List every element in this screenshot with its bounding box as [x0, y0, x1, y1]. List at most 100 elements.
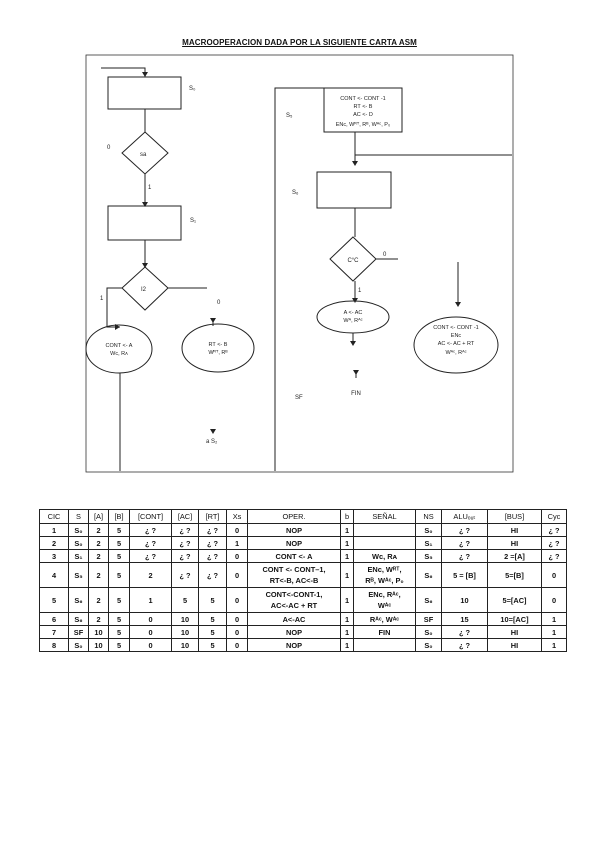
table-cell: 5 [198, 587, 227, 613]
state-box-s0 [107, 76, 182, 110]
label-s0: S₀ [189, 86, 196, 92]
table-cell: 8 [39, 638, 69, 652]
label-zero-a: 0 [107, 145, 111, 151]
oval4-line3: AC <- AC + RT [438, 341, 475, 347]
table-cell: 1 [340, 625, 354, 639]
oper-cell-line: NOP [285, 640, 302, 650]
branch-dec2-left [106, 287, 122, 328]
asm-chart: S₀ 0 sа 1 S₁ I2 1 0 CONT <- A Wᴄ, Rᴀ RT … [85, 54, 514, 473]
table-cell: ¿ ? [441, 549, 488, 563]
table-cell: ¿ ? [198, 523, 227, 537]
table-cell: 2 =[A] [487, 549, 542, 563]
table-cell: 1 [226, 536, 248, 550]
table-cell: HI [487, 625, 542, 639]
table-cell: 5 [108, 536, 130, 550]
signal-cell-line: Wᴬᶜ [377, 601, 392, 610]
oval1-line1: CONT <- A [106, 343, 133, 349]
table-cell: ¿ ? [171, 562, 199, 588]
table-cell: SF [415, 612, 442, 626]
table-cell: S₀ [415, 625, 442, 639]
table-cell: S₆ [68, 587, 89, 613]
state-box-s1 [107, 205, 182, 241]
column-header: OPER. [247, 509, 341, 524]
table-cell: ¿ ? [171, 549, 199, 563]
table-cell: SF [68, 625, 89, 639]
table-cell: S₆ [415, 587, 442, 613]
label-dec2: I2 [141, 287, 147, 293]
table-cell: ¿ ? [198, 549, 227, 563]
table-cell: 5 [108, 638, 130, 652]
label-sf: SF [295, 395, 303, 401]
table-cell: 2 [88, 587, 109, 613]
oval1-line2: Wᴄ, Rᴀ [110, 351, 128, 357]
oper-cell: CONT<-CONT-1,AC<-AC + RT [247, 587, 341, 613]
table-cell: ¿ ? [541, 523, 567, 537]
table-cell: ¿ ? [441, 523, 488, 537]
s5-line1: CONT <- CONT -1 [340, 96, 385, 102]
column-header: [BUS] [487, 509, 542, 524]
column-header: SEÑAL [353, 509, 416, 524]
table-cell: 5 [108, 523, 130, 537]
oper-cell: NOP [247, 625, 341, 639]
table-cell: 10 [171, 638, 199, 652]
table-cell: 1 [541, 612, 567, 626]
table-cell: ¿ ? [541, 536, 567, 550]
table-cell: 4 [39, 562, 69, 588]
oper-cell-line: A<-AC [282, 614, 306, 624]
column-header: Cyc [541, 509, 567, 524]
table-cell: S₀ [415, 523, 442, 537]
document-title: MACROOPERACION DADA POR LA SIGUIENTE CAR… [182, 38, 417, 47]
table-cell: ¿ ? [441, 536, 488, 550]
table-cell: 15 [441, 612, 488, 626]
label-s6: S₆ [292, 190, 299, 196]
table-cell: ¿ ? [129, 536, 172, 550]
table-cell: 0 [541, 562, 567, 588]
signal-cell-line: ENᴄ, Wᴿᵀ, [367, 565, 402, 574]
table-cell: ¿ ? [198, 536, 227, 550]
table-cell: 5 [198, 638, 227, 652]
table-cell: 2 [88, 612, 109, 626]
s5-line2: RT <- B [354, 104, 373, 110]
table-cell: S₁ [415, 536, 442, 550]
label-one-a: 1 [148, 185, 152, 191]
oval-a-ac [316, 300, 390, 334]
column-header: NS [415, 509, 442, 524]
table-cell: HI [487, 523, 542, 537]
signal-cell: Rᴬᶜ, Wᴬᶜ [353, 612, 416, 626]
table-cell: 2 [88, 523, 109, 537]
oper-cell: CONT <- CONT–1,RT<-B, AC<-B [247, 562, 341, 588]
table-cell: S₆ [415, 562, 442, 588]
table-cell: 10=[AC] [487, 612, 542, 626]
label-dec3: C°C [347, 258, 359, 264]
table-cell: 0 [226, 612, 248, 626]
oper-cell-line: NOP [285, 525, 302, 535]
oval-rt-b [181, 323, 255, 373]
table-cell: 7 [39, 625, 69, 639]
label-zero-b: 0 [217, 300, 221, 306]
table-cell: 6 [39, 612, 69, 626]
table-cell: 1 [340, 612, 354, 626]
table-cell: 5=[AC] [487, 587, 542, 613]
label-fin: FIN [351, 391, 361, 397]
signal-cell-line: Rᴬᶜ, Wᴬᶜ [369, 614, 400, 624]
table-cell: ¿ ? [129, 523, 172, 537]
oper-cell-line: NOP [285, 538, 302, 548]
table-cell: 10 [441, 587, 488, 613]
table-cell: ¿ ? [171, 523, 199, 537]
signal-cell [353, 536, 416, 550]
column-header: S [68, 509, 89, 524]
oval4-line1: CONT <- CONT -1 [433, 325, 478, 331]
table-cell: 1 [340, 523, 354, 537]
table-cell: 5 [108, 625, 130, 639]
table-cell: 0 [226, 638, 248, 652]
s5-line4: ENᴄ, Wᴿᵀ, Rᴮ, Wᴬᶜ, P₀ [336, 120, 391, 128]
oval4-line4: Wᴬᶜ, Rᴬᶜ [445, 348, 466, 356]
table-cell: ¿ ? [441, 638, 488, 652]
state-box-s6 [316, 171, 392, 209]
table-cell: 0 [226, 625, 248, 639]
column-header: CIC [39, 509, 69, 524]
table-cell: 0 [541, 587, 567, 613]
